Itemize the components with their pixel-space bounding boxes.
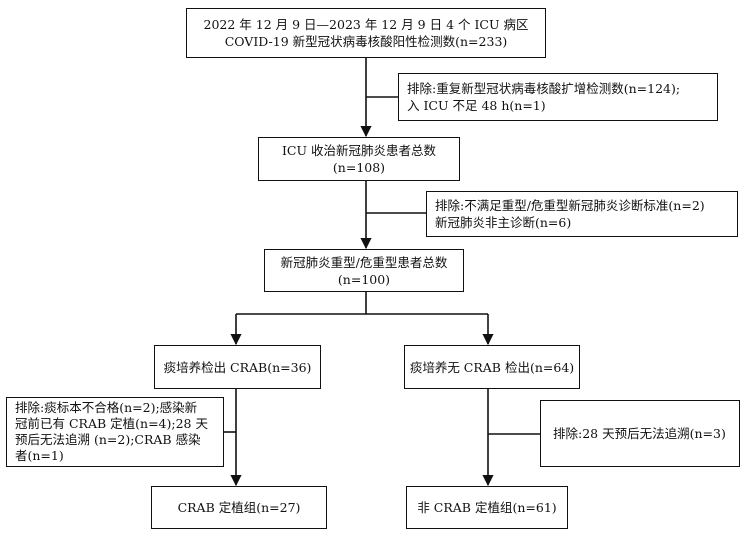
box-total-positive: 2022 年 12 月 9 日—2023 年 12 月 9 日 4 个 ICU … <box>186 8 546 58</box>
box-exclude3-line2: 冠前已有 CRAB 定植(n=4);28 天 <box>15 416 208 431</box>
box-severe-line2: (n=100) <box>337 271 391 287</box>
box-icu-admitted: ICU 收治新冠肺炎患者总数 (n=108) <box>258 137 460 181</box>
box-severe-line1: 新冠肺炎重型/危重型患者总数 <box>280 254 448 270</box>
box-crab-not-detected: 痰培养无 CRAB 检出(n=64) <box>404 345 580 389</box>
box-exclude-criteria: 排除:不满足重型/危重型新冠肺炎诊断标准(n=2) 新冠肺炎非主诊断(n=6) <box>426 191 738 237</box>
box-exclude3-line3: 预后无法追溯 (n=2);CRAB 感染 <box>15 432 201 447</box>
box-exclude1-line2: 入 ICU 不足 48 h(n=1) <box>407 98 546 113</box>
box-icu-line1: ICU 收治新冠肺炎患者总数 <box>281 143 436 158</box>
box-exclude-crab-pos: 排除:痰标本不合格(n=2);感染新 冠前已有 CRAB 定植(n=4);28 … <box>6 397 224 467</box>
box-exclude3-line4: 者(n=1) <box>15 448 64 463</box>
box-crab-neg-line1: 痰培养无 CRAB 检出(n=64) <box>409 359 575 375</box>
box-crab-pos-line1: 痰培养检出 CRAB(n=36) <box>163 359 312 375</box>
box-crab-detected: 痰培养检出 CRAB(n=36) <box>154 345 321 389</box>
box-exclude4-line1: 排除:28 天预后无法追溯(n=3) <box>553 426 726 441</box>
box-exclude-crab-neg: 排除:28 天预后无法追溯(n=3) <box>540 400 740 467</box>
box-total-line1: 2022 年 12 月 9 日—2023 年 12 月 9 日 4 个 ICU … <box>203 17 529 32</box>
box-severe-total: 新冠肺炎重型/危重型患者总数 (n=100) <box>264 249 464 292</box>
box-exclude-duplicate: 排除:重复新型冠状病毒核酸扩增检测数(n=124); 入 ICU 不足 48 h… <box>398 73 718 121</box>
box-total-line2: COVID-19 新型冠状病毒核酸阳性检测数(n=233) <box>224 34 508 49</box>
box-exclude3-line1: 排除:痰标本不合格(n=2);感染新 <box>15 400 198 415</box>
box-noncrab-group-line1: 非 CRAB 定植组(n=61) <box>417 500 557 515</box>
box-crab-colonized-group: CRAB 定植组(n=27) <box>151 486 327 529</box>
box-exclude1-line1: 排除:重复新型冠状病毒核酸扩增检测数(n=124); <box>407 81 681 96</box>
box-crab-group-line1: CRAB 定植组(n=27) <box>177 500 301 515</box>
box-exclude2-line1: 排除:不满足重型/危重型新冠肺炎诊断标准(n=2) <box>435 198 705 213</box>
box-exclude2-line2: 新冠肺炎非主诊断(n=6) <box>435 215 572 230</box>
box-icu-line2: (n=108) <box>332 160 386 175</box>
box-noncrab-colonized-group: 非 CRAB 定植组(n=61) <box>406 486 568 529</box>
